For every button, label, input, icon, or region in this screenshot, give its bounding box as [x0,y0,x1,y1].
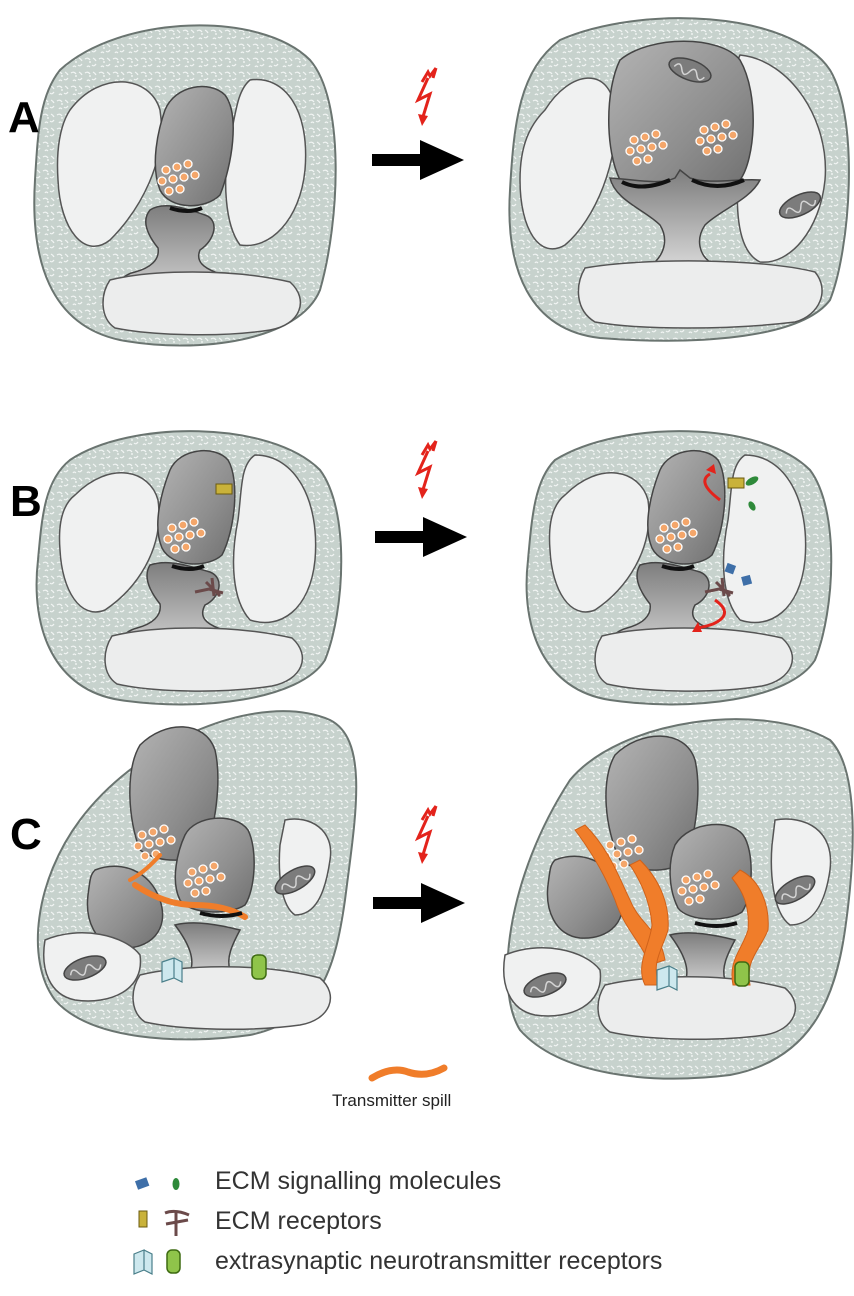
ecm-receptors-icon [139,1211,189,1236]
panel-label-a: A [8,93,40,143]
legend-icons [134,1177,189,1274]
transition-arrow-icon [372,140,464,180]
panel-c-before [38,711,356,1039]
stimulus-icon [418,68,436,126]
legend-ecm-signalling-label: ECM signalling molecules [215,1167,501,1196]
panel-c-after [504,719,853,1078]
panel-a-before [34,25,335,345]
extrasynaptic-receptor-cyan-icon [162,958,182,982]
stimulus-icon [418,806,436,864]
transmitter-spill-label: Transmitter spill [332,1091,451,1111]
legend-ecm-receptors-label: ECM receptors [215,1207,382,1236]
panel-b-after [527,431,832,704]
extrasynaptic-receptor-green-icon [252,955,266,979]
transition-arrow-icon [375,517,467,557]
panel-label-c: C [10,810,42,860]
panel-label-b: B [10,477,42,527]
extrasynaptic-receptors-icon [134,1250,180,1274]
panel-a-after [509,18,849,340]
stimulus-icon [418,441,436,499]
transmitter-spill-icon [372,1068,444,1078]
ecm-receptor-yellow-icon [216,484,232,494]
transition-arrow-icon [373,883,465,923]
ecm-signalling-molecules-icon [135,1177,180,1190]
panel-b-before [37,431,342,704]
legend-extrasynaptic-receptors-label: extrasynaptic neurotransmitter receptors [215,1247,662,1276]
